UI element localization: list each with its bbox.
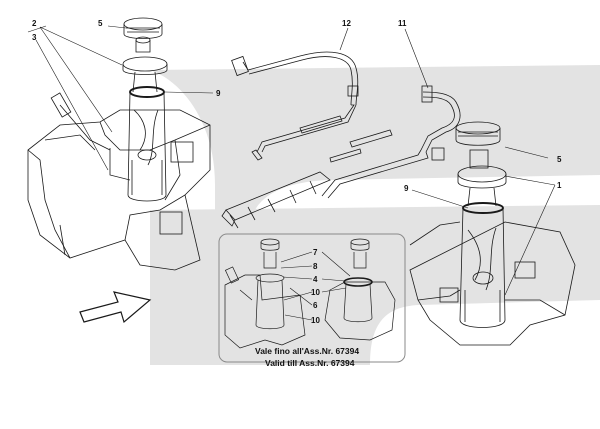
inset-callout-10: 10: [311, 288, 320, 297]
inset-validity-note-en: Valid till Ass.Nr. 67394: [265, 358, 355, 368]
callout-9-right: 9: [404, 184, 409, 193]
callout-1: 1: [557, 181, 562, 190]
leader-lines: [27, 25, 556, 321]
left-fuel-tank: [27, 109, 211, 271]
inset-callout-6: 6: [313, 301, 318, 310]
inset-validity-note-it: Vale fino all'Ass.Nr. 67394: [255, 346, 360, 356]
callout-3: 3: [32, 33, 37, 42]
inset-callout-4: 4: [313, 275, 318, 284]
fuel-hoses: [221, 51, 461, 229]
callout-11: 11: [398, 19, 407, 28]
right-fuel-tank: [409, 221, 576, 346]
callout-5-right: 5: [557, 155, 562, 164]
inset-panel: [218, 233, 406, 363]
callout-labels: 2 3 5 9 12 11 5 9 1 7 8 4 10 6 10: [32, 19, 562, 325]
callout-12: 12: [342, 19, 351, 28]
callout-9-left: 9: [216, 89, 221, 98]
watermark-logo: [150, 65, 600, 365]
right-fuel-pump: [455, 121, 507, 328]
callout-2: 2: [32, 19, 37, 28]
inset-callout-7: 7: [313, 248, 318, 257]
callout-5-left: 5: [98, 19, 103, 28]
direction-arrow-icon: [79, 291, 152, 324]
inset-callout-8: 8: [313, 262, 318, 271]
left-fuel-pump: [50, 17, 168, 202]
inset-drawing: [224, 238, 396, 349]
inset-callout-10-lower: 10: [311, 316, 320, 325]
